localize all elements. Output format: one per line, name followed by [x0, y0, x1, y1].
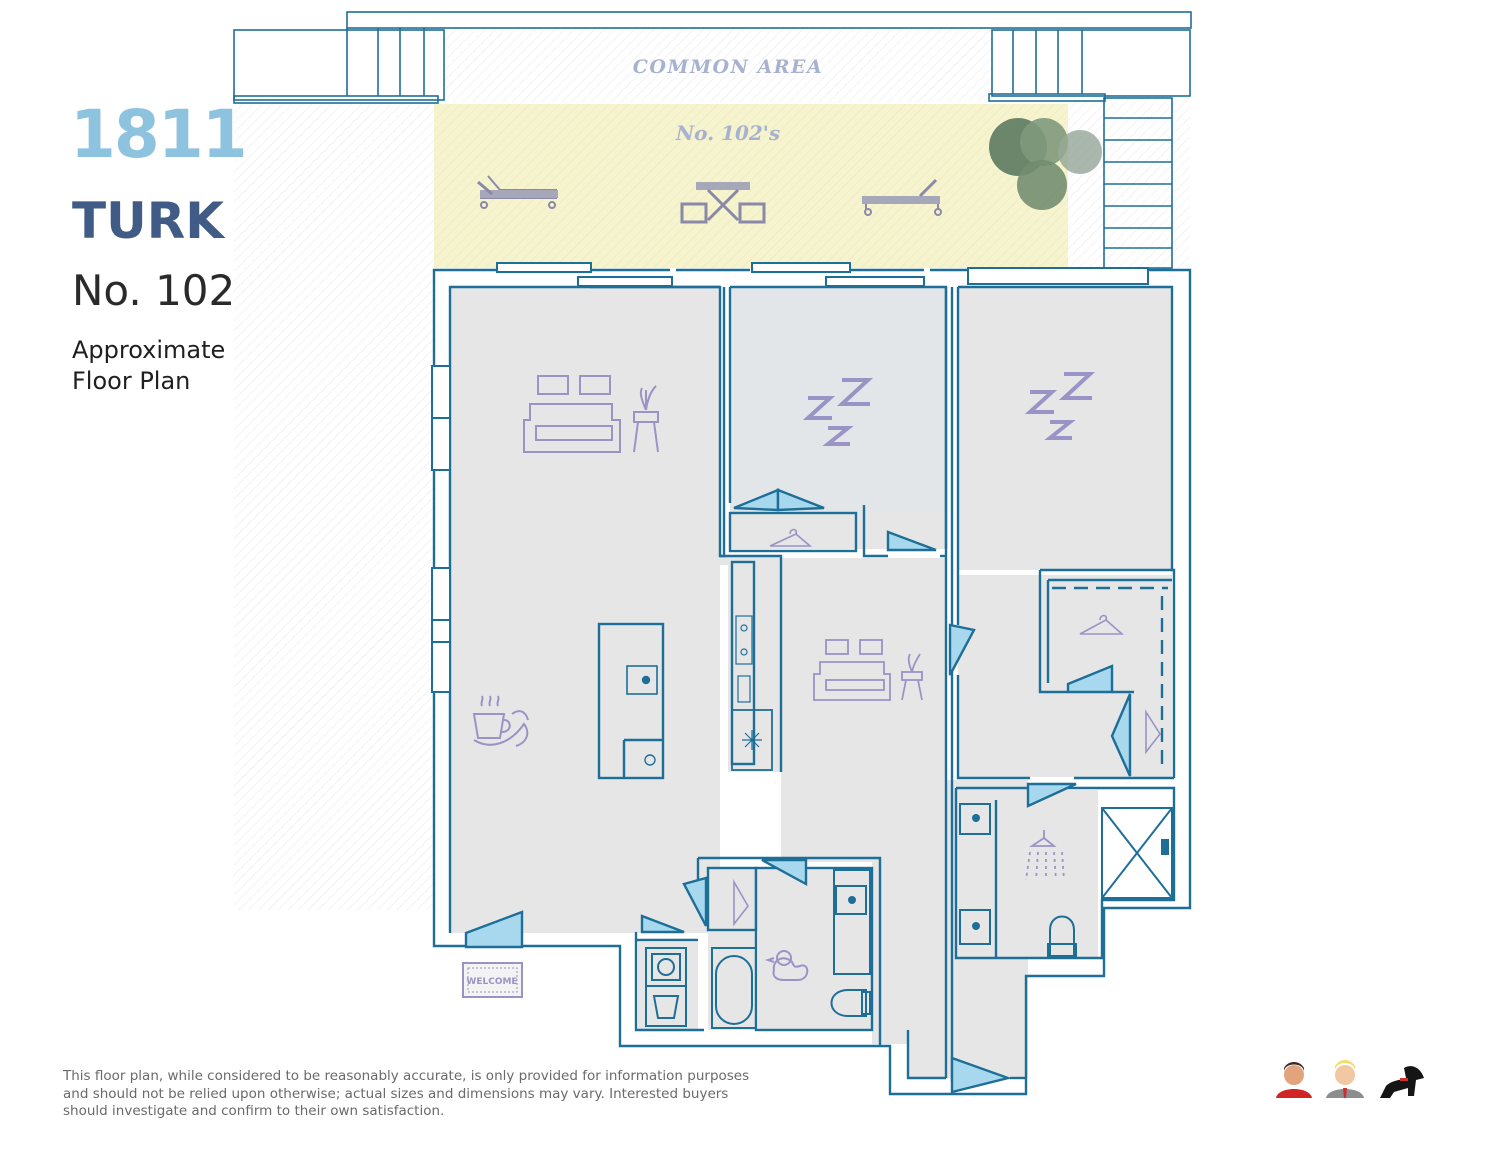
- exterior-ground: [234, 28, 1190, 910]
- doors: [464, 488, 1132, 1094]
- hanger-icon: [769, 528, 813, 547]
- kitchen: [597, 560, 773, 780]
- windows: [431, 262, 1149, 693]
- shower-icon: [1025, 830, 1065, 881]
- unit-number: No. 102: [72, 266, 236, 315]
- guest-bath-fixtures: [645, 869, 871, 1029]
- plan-subtitle: Approximate Floor Plan: [72, 335, 225, 397]
- master-bath-fixtures: [959, 803, 1173, 957]
- subtitle-line-1: Approximate: [72, 336, 226, 364]
- common-area-label: COMMON AREA: [633, 56, 824, 78]
- sofa-icon: [813, 639, 891, 701]
- disclaimer-text: This floor plan, while considered to be …: [63, 1068, 750, 1119]
- dog-icon: [1380, 1066, 1424, 1098]
- hanger-icon: [1145, 709, 1161, 755]
- hanger-icon: [733, 879, 749, 927]
- welcome-mat: WELCOME: [462, 962, 523, 998]
- sleep-icon: [1024, 372, 1096, 440]
- picnic-table-icon: [680, 182, 766, 224]
- building-number: 1811: [70, 96, 248, 173]
- common-area: [233, 11, 1192, 269]
- person-red-icon: [1276, 1062, 1312, 1098]
- tree-icon: [989, 118, 1102, 210]
- person-gray-icon: [1326, 1060, 1364, 1098]
- bedroom-1-floor: [730, 287, 946, 513]
- lounge-chair-icon: [862, 178, 942, 216]
- sleep-icon: [802, 378, 874, 446]
- coffee-croissant-icon: [472, 695, 529, 747]
- lounge-chair-icon: [477, 175, 558, 209]
- plant-icon: [901, 653, 923, 701]
- rubber-duck-icon: [764, 950, 809, 981]
- street-name: TURK: [72, 192, 224, 250]
- welcome-mat-label: WELCOME: [466, 977, 517, 987]
- sofa-icon: [523, 375, 621, 453]
- hanger-icon: [1079, 614, 1125, 635]
- plant-icon: [633, 385, 659, 453]
- subtitle-line-2: Floor Plan: [72, 367, 191, 395]
- closet-rod: [1052, 586, 1168, 770]
- snowflake-icon: [742, 730, 762, 750]
- patio: [434, 104, 1068, 268]
- patio-label: No. 102's: [675, 121, 780, 145]
